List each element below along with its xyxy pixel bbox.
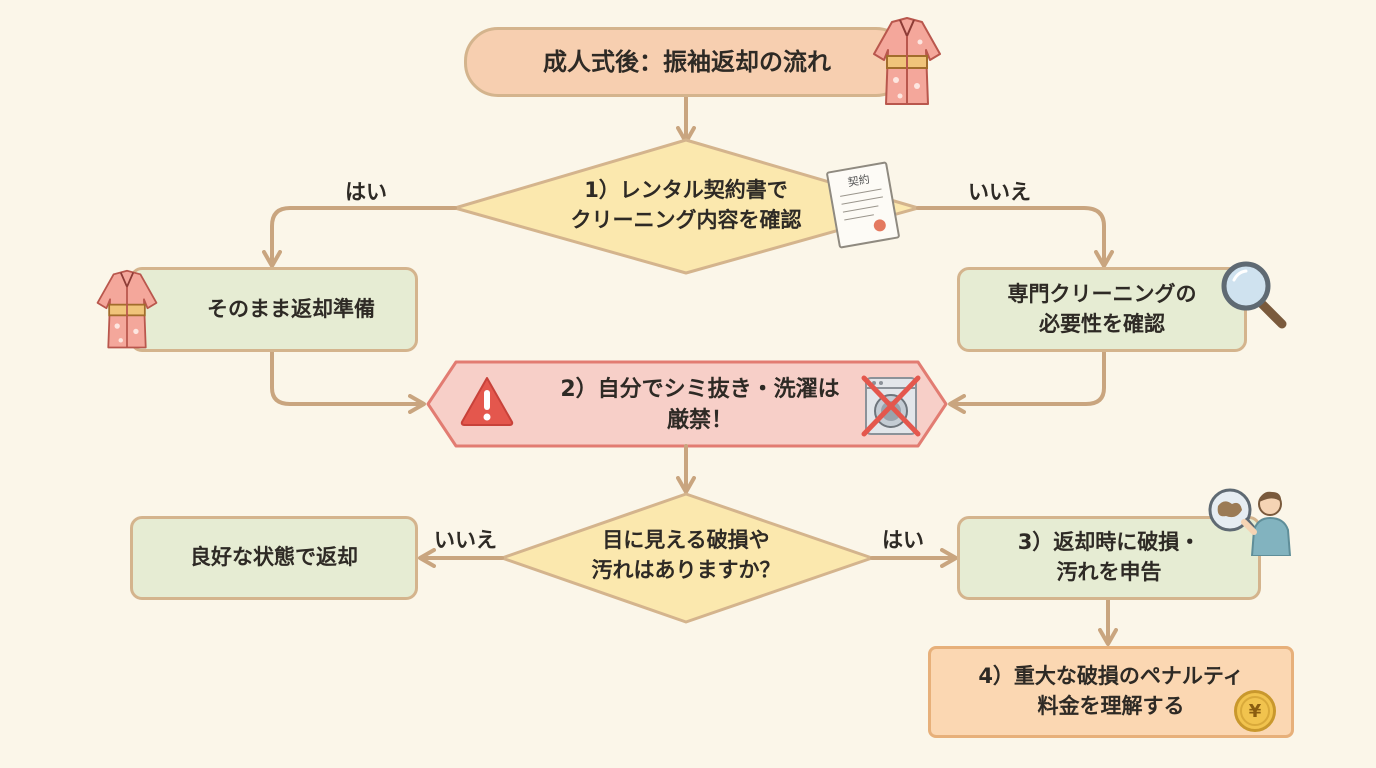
connector-step1-no	[916, 206, 1114, 268]
branch-no-label: いいえ	[968, 180, 1031, 204]
kimono-icon-small	[94, 262, 160, 358]
branch-no-2-label: いいえ	[434, 528, 497, 552]
decision-damage-line2: 汚れはありますか？	[591, 557, 781, 582]
check-cleaning-line2: 必要性を確認	[1039, 311, 1165, 336]
penalty-line2: 料金を理解する	[1037, 694, 1185, 718]
page-title: 成人式後：振袖返却の流れ	[543, 47, 831, 76]
yen-coin-icon: ¥	[1234, 690, 1276, 732]
magnifier-icon	[1216, 258, 1292, 334]
yen-symbol: ¥	[1248, 700, 1262, 722]
person-report-icon	[1204, 484, 1294, 556]
decision-contract-line1: 1）レンタル契約書で	[584, 178, 788, 202]
connector-step1-yes	[262, 206, 457, 268]
seal-icon	[872, 218, 887, 233]
branch-yes-label: はい	[345, 180, 387, 204]
penalty-line1: 4）重大な破損のペナルティ	[978, 664, 1244, 689]
report-line1: 3）返却時に破損・	[1017, 530, 1201, 555]
return-ready-label: そのまま返却準備	[207, 296, 375, 321]
decision-contract-line2: クリーニング内容を確認	[570, 207, 802, 232]
warning-line2: 厳禁！	[666, 408, 733, 434]
connector-check-warning	[948, 350, 1106, 414]
good-return-node: 良好な状態で返却	[130, 516, 418, 600]
title-node: 成人式後：振袖返却の流れ	[464, 27, 910, 97]
return-ready-node: そのまま返却準備	[130, 267, 418, 352]
connector-ready-warning	[270, 350, 426, 414]
contract-document-icon: 契約	[825, 161, 901, 249]
warning-icon	[458, 374, 516, 428]
warning-shape	[426, 360, 948, 448]
branch-yes-2-label: はい	[882, 528, 924, 552]
check-cleaning-line1: 専門クリーニングの	[1007, 281, 1197, 306]
decision-damage-line1: 目に見える破損や	[602, 528, 770, 552]
good-return-label: 良好な状態で返却	[190, 545, 358, 570]
check-cleaning-node: 専門クリーニングの 必要性を確認	[957, 267, 1247, 352]
warning-label: 2）自分でシミ抜き・洗濯は 厳禁！	[510, 374, 890, 436]
decision-contract-label: 1）レンタル契約書で クリーニング内容を確認	[500, 176, 872, 236]
warning-line1: 2）自分でシミ抜き・洗濯は	[560, 377, 840, 402]
kimono-icon	[870, 14, 944, 110]
decision-damage-label: 目に見える破損や 汚れはありますか？	[540, 526, 832, 586]
report-line2: 汚れを申告	[1056, 560, 1162, 584]
no-washing-machine-icon	[858, 372, 924, 438]
decision-damage-shape	[500, 492, 874, 624]
report-node: 3）返却時に破損・ 汚れを申告	[957, 516, 1261, 600]
penalty-node: 4）重大な破損のペナルティ 料金を理解する	[928, 646, 1294, 738]
